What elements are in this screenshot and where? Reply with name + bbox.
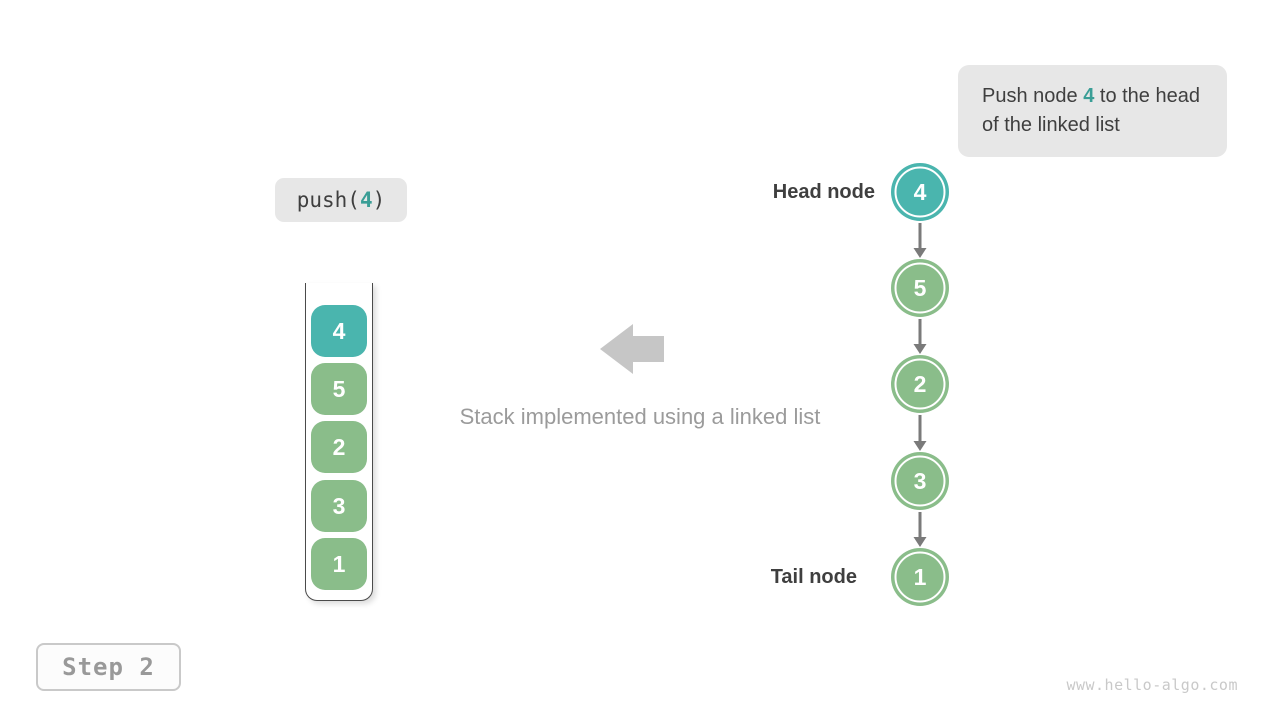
instruction-note: Push node 4 to the head of the linked li… (958, 65, 1227, 157)
list-node-value: 4 (914, 179, 927, 205)
list-node-ring (894, 166, 946, 218)
operation-suffix: ) (372, 188, 386, 212)
operation-label: push(4) (275, 178, 407, 222)
linked-list: 4 5 2 3 1 (891, 163, 949, 606)
next-pointer-arrowhead (913, 537, 927, 547)
tail-node-label: Tail node (770, 566, 857, 588)
list-node (891, 548, 949, 606)
list-node-ring (894, 551, 946, 603)
list-node (891, 452, 949, 510)
stack-item: 4 (311, 305, 367, 357)
head-node-label: Head node (772, 181, 875, 203)
operation-argument: 4 (359, 188, 373, 212)
list-node (891, 259, 949, 317)
operation-prefix: push( (296, 188, 360, 212)
note-text-after: to the head of the linked list (982, 85, 1200, 136)
left-block-arrow-shape (600, 324, 664, 374)
list-node-value: 2 (914, 371, 927, 397)
list-node (891, 355, 949, 413)
list-node (891, 163, 949, 221)
next-pointer-arrowhead (913, 441, 927, 451)
list-node-value: 3 (914, 468, 927, 494)
stack-item: 3 (311, 480, 367, 532)
note-text-before: Push node (982, 85, 1084, 107)
next-pointer-arrowhead (913, 344, 927, 354)
list-node-ring (894, 262, 946, 314)
next-pointer-arrowhead (913, 248, 927, 258)
stack-container: 4 5 2 3 1 (305, 283, 373, 601)
list-node-ring (894, 358, 946, 410)
diagram-caption: Stack implemented using a linked list (459, 404, 821, 429)
stack-item: 5 (311, 363, 367, 415)
note-highlighted-value: 4 (1083, 85, 1095, 107)
step-badge: Step 2 (36, 643, 181, 691)
left-block-arrow-icon (600, 324, 664, 374)
stack-item: 1 (311, 538, 367, 590)
stack-item: 2 (311, 421, 367, 473)
list-node-ring (894, 455, 946, 507)
list-node-value: 5 (914, 275, 927, 301)
watermark: www.hello-algo.com (1066, 676, 1238, 694)
list-node-value: 1 (914, 564, 927, 590)
instruction-note-text: Push node 4 to the head of the linked li… (982, 82, 1200, 140)
